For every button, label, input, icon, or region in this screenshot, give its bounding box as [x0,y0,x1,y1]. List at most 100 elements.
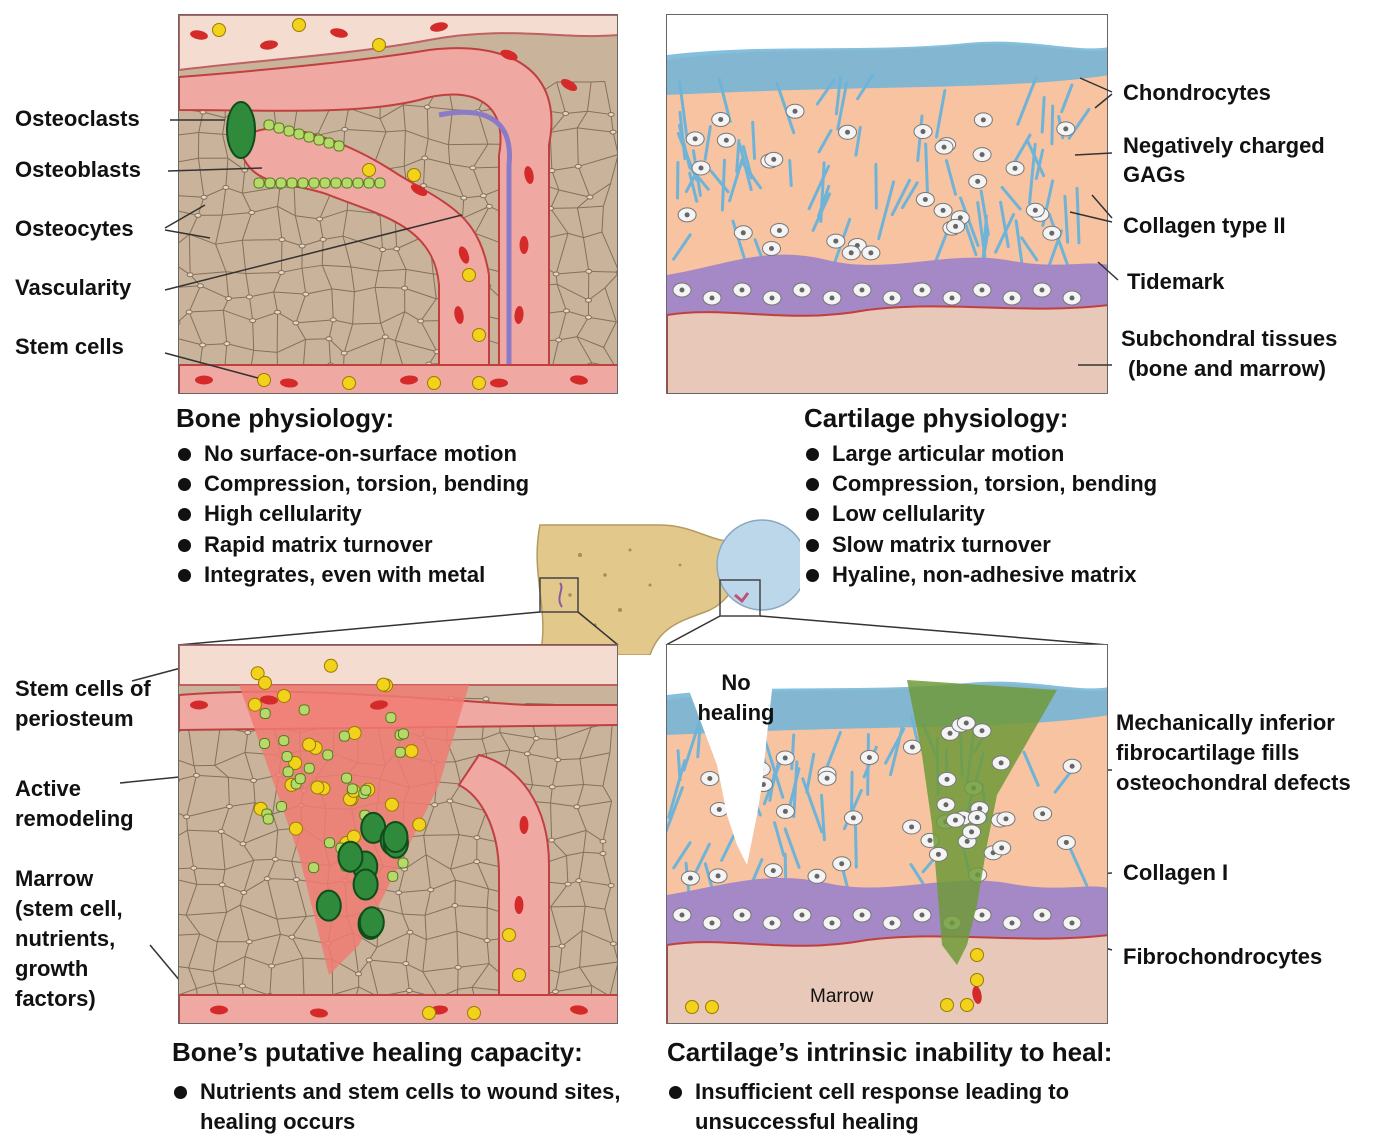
bullet-item: Compression, torsion, bending [804,469,1157,499]
label-stem-periosteum-line1: Stem cells of [15,674,151,704]
stem-cell [324,659,337,672]
osteoblast [277,802,287,812]
red-blood-cell [520,816,529,834]
stem-cell [377,678,390,691]
osteoblast [265,178,275,188]
osteoblast [325,838,335,848]
bullet-item: No surface-on-surface motion [176,439,529,469]
osteoblast [339,731,349,741]
osteoblast [304,132,314,142]
stem-cell [343,377,356,390]
label-osteoclasts: Osteoclasts [15,104,140,134]
osteoblast [274,123,284,133]
osteoblast [264,120,274,130]
label-subchondral-line1: Subchondral tissues [1121,324,1337,354]
label-collagen-i: Collagen I [1123,858,1228,888]
bone-healing-list: Nutrients and stem cells to wound sites,… [172,1077,640,1137]
red-blood-cell [520,236,529,254]
cartilage-tissue-illustration [667,15,1108,394]
stem-cell [248,698,261,711]
bone-healing-panel [178,644,618,1024]
label-active-line1: Active [15,774,81,804]
stem-cell [258,676,271,689]
label-active-line2: remodeling [15,804,134,834]
stem-cell [373,39,386,52]
label-subchondral-line2: (bone and marrow) [1128,354,1326,384]
marrow-vessel [179,995,618,1024]
bullet-item: High cellularity [176,499,529,529]
osteoclast [354,869,378,899]
osteoblast [395,747,405,757]
red-blood-cell [210,1006,228,1015]
stem-cell [971,949,984,962]
osteoblast [314,135,324,145]
stem-cell [971,974,984,987]
stem-cell [278,689,291,702]
stem-cell [941,999,954,1012]
label-gags-line2: GAGs [1123,160,1185,190]
osteoblast [284,126,294,136]
osteoblast [282,752,292,762]
osteoblast [276,178,286,188]
stem-cell [686,1001,699,1014]
osteoblast [287,178,297,188]
osteoclast [360,907,384,937]
red-blood-cell [515,896,524,914]
osteoblast [342,773,352,783]
label-marrow-line2: (stem cell, [15,894,123,924]
label-mechanically-inferior-line1: Mechanically inferior [1116,708,1335,738]
osteoblast [309,863,319,873]
stem-cell [468,1007,481,1020]
stem-cell [363,164,376,177]
stem-cell [213,24,226,37]
label-collagen-ii: Collagen type II [1123,211,1286,241]
cartilage-physiology-heading: Cartilage physiology: [804,402,1068,434]
bone-physiology-heading: Bone physiology: [176,402,394,434]
cartilage-healing-list: Insufficient cell response leading to un… [667,1077,1135,1137]
osteoblast [320,178,330,188]
bone-tissue-illustration [179,15,618,394]
osteoblast [324,138,334,148]
label-gags-line1: Negatively charged [1123,131,1325,161]
bullet-item: Hyaline, non-adhesive matrix [804,560,1157,590]
label-fibrochondrocytes: Fibrochondrocytes [1123,942,1322,972]
stem-cell [408,169,421,182]
osteoblast [342,178,352,188]
red-blood-cell [190,701,208,710]
stem-cell [961,999,974,1012]
osteoblast [254,178,264,188]
osteoblast [260,739,270,749]
stem-cell [413,818,426,831]
bullet-item: Low cellularity [804,499,1157,529]
marrow-vessel [179,365,618,394]
stem-cell [503,929,516,942]
red-blood-cell [490,379,508,388]
bone-physiology-list: No surface-on-surface motionCompression,… [176,439,529,590]
osteoblast [364,178,374,188]
osteoblast [331,178,341,188]
label-no-healing: No healing [690,668,782,728]
stem-cell [473,377,486,390]
osteoblast [347,784,357,794]
osteoblast [375,178,385,188]
label-marrow-bottom: Marrow [808,985,875,1009]
stem-cell [428,377,441,390]
stem-cell [513,969,526,982]
periosteum [179,645,618,685]
bullet-item: Insufficient cell response leading to un… [667,1077,1135,1137]
osteoblast [309,178,319,188]
osteoblast [263,814,273,824]
bullet-item: Compression, torsion, bending [176,469,529,499]
label-marrow-line4: growth [15,954,88,984]
bullet-item: Large articular motion [804,439,1157,469]
stem-cell [405,745,418,758]
osteoblast [299,705,309,715]
stem-cell [385,798,398,811]
osteoclast [383,822,407,852]
label-chondrocytes: Chondrocytes [1123,78,1271,108]
label-stem-cells: Stem cells [15,332,124,362]
cartilage-physiology-list: Large articular motionCompression, torsi… [804,439,1157,590]
femur-illustration [510,515,800,655]
bullet-item: Nutrients and stem cells to wound sites,… [172,1077,640,1137]
cartilage-panel [666,14,1108,394]
